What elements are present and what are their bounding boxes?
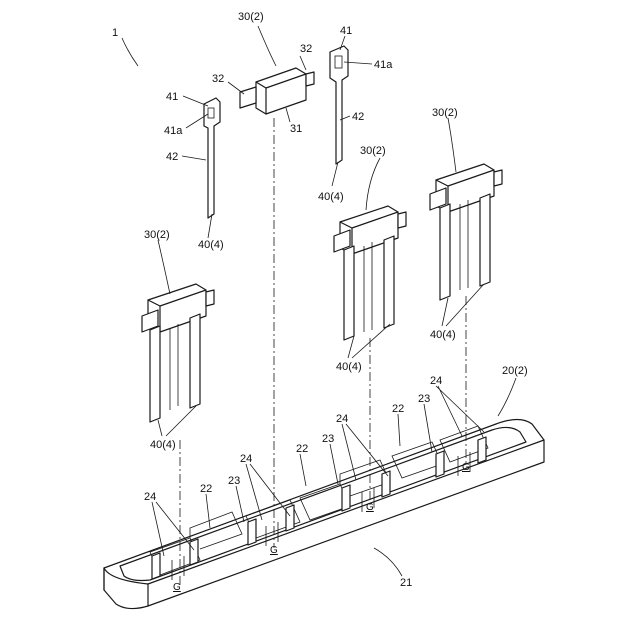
label-wall-22-a: 22 (392, 403, 404, 415)
label-flat-32-right: 32 (300, 43, 312, 55)
unit-right (430, 164, 502, 300)
label-holder-20: 20(2) (502, 365, 528, 377)
label-slot-23-a: 23 (418, 393, 430, 405)
label-leads-left: 40(4) (150, 439, 176, 451)
exploded-terminal (240, 68, 314, 114)
label-wall-22-b: 22 (296, 443, 308, 455)
lead-right (330, 46, 348, 164)
lead-left (204, 98, 220, 218)
g-mark-4: G (462, 462, 470, 473)
label-leads-right: 40(4) (430, 329, 456, 341)
label-leads-mid: 40(4) (336, 361, 362, 373)
label-slot-23-b: 23 (322, 433, 334, 445)
label-terminal-top: 30(2) (238, 11, 264, 23)
label-lead-42-left: 42 (166, 151, 178, 163)
label-lead-40-left: 40(4) (198, 239, 224, 251)
label-slot-24-b: 24 (336, 413, 348, 425)
label-unit-right: 30(2) (432, 107, 458, 119)
label-unit-left: 30(2) (144, 229, 170, 241)
label-slot-24-c: 24 (240, 453, 252, 465)
label-slot-24-a: 24 (430, 375, 442, 387)
label-hole-41a-left: 41a (164, 125, 183, 137)
label-body-31: 31 (290, 123, 302, 135)
label-flat-32-left: 32 (212, 73, 224, 85)
label-wall-22-c: 22 (200, 483, 212, 495)
label-unit-mid: 30(2) (360, 145, 386, 157)
label-hole-41a-right: 41a (374, 59, 393, 71)
label-assembly-1: 1 (112, 27, 118, 39)
label-lead-41-right: 41 (340, 25, 352, 37)
label-slot-23-c: 23 (228, 475, 240, 487)
label-lead-42-right: 42 (352, 111, 364, 123)
label-base-21: 21 (400, 577, 412, 589)
label-slot-24-d: 24 (144, 491, 156, 503)
unit-mid (334, 206, 406, 340)
label-lead-41-left: 41 (166, 91, 178, 103)
label-lead-40-right: 40(4) (318, 191, 344, 203)
unit-left (142, 284, 214, 422)
